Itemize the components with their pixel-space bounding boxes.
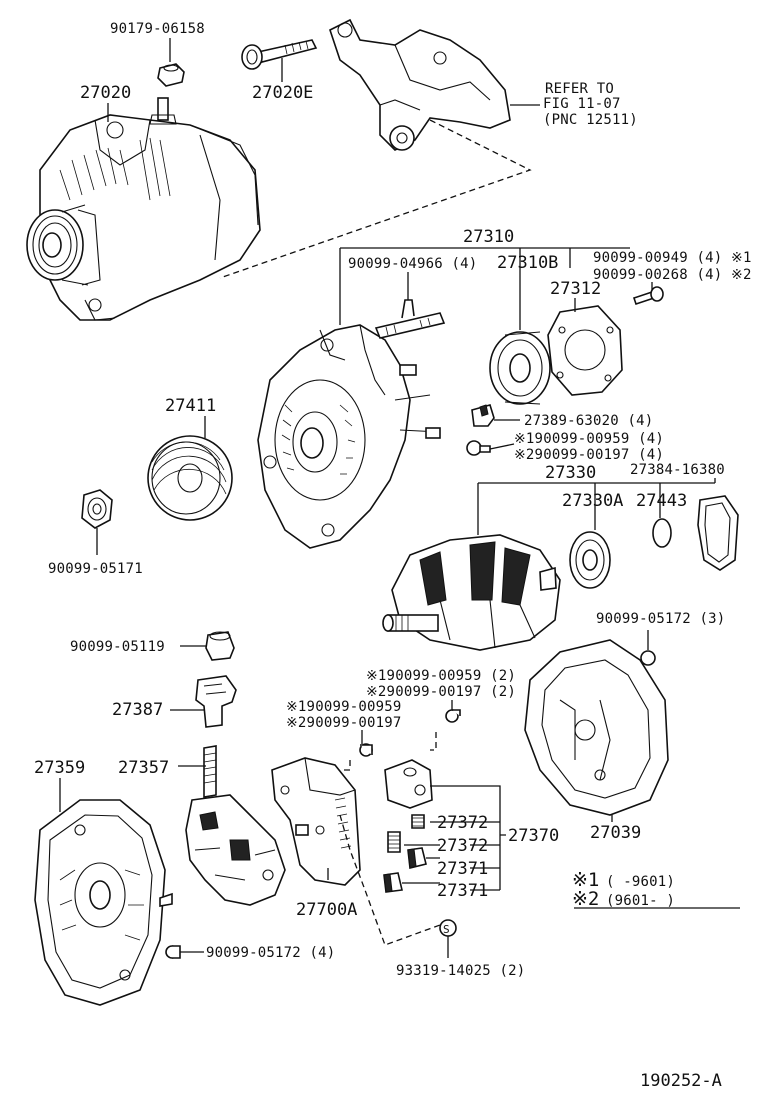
brush-holder-drawing xyxy=(185,745,286,906)
label-refer-line2: FIG 11-07 xyxy=(543,96,621,112)
label-27371-b: 27371 xyxy=(437,881,488,901)
label-290099-00197-2: ※290099-00197 (2) xyxy=(366,684,516,700)
screw-90099-00959-drawing xyxy=(466,440,491,456)
alternator-assembly-drawing xyxy=(26,97,261,321)
ring-27384-drawing xyxy=(697,495,739,571)
brushes-springs-drawing xyxy=(383,814,427,893)
label-90099-00949: 90099-00949 (4) ※1 xyxy=(593,250,752,266)
stud-bolt-drawing xyxy=(374,299,446,339)
nut-90099-05172-4-drawing xyxy=(165,945,181,959)
leader-27310 xyxy=(339,247,630,325)
leader-90099-00959 xyxy=(489,443,515,450)
note-1-mark: ※1 xyxy=(572,869,599,891)
screw-90099-00959-drawing xyxy=(359,743,373,757)
rotor-drawing xyxy=(382,534,561,651)
pulley-27411-drawing xyxy=(147,435,233,521)
label-90099-04966: 90099-04966 (4) xyxy=(348,256,477,272)
bolt-27020e-drawing xyxy=(241,39,318,70)
label-27312: 27312 xyxy=(550,279,601,299)
bearing-27310b-drawing xyxy=(489,331,551,405)
figure-id: 190252-A xyxy=(640,1071,722,1091)
screw-90099-00949-drawing xyxy=(632,286,664,306)
svg-text:S: S xyxy=(443,923,450,936)
label-27371-a: 27371 xyxy=(437,859,488,879)
label-27384-16380: 27384-16380 xyxy=(630,462,725,478)
ring-27443-drawing xyxy=(652,518,672,548)
bracket-drawing xyxy=(329,18,511,151)
cap-90099-05119-drawing xyxy=(205,631,235,661)
label-27443: 27443 xyxy=(636,491,687,511)
label-27310b: 27310B xyxy=(497,253,558,273)
label-27330a: 27330A xyxy=(562,491,623,511)
label-27372-b: 27372 xyxy=(437,836,488,856)
label-27372-a: 27372 xyxy=(437,813,488,833)
label-90099-05119: 90099-05119 xyxy=(70,639,165,655)
label-90099-05172-4: 90099-05172 (4) xyxy=(206,945,335,961)
label-27020: 27020 xyxy=(80,83,131,103)
note-2-text: (9601- ) xyxy=(606,893,675,909)
note-1-text: ( -9601) xyxy=(606,874,675,890)
nut-90179-06158-drawing xyxy=(157,63,185,87)
label-27359: 27359 xyxy=(34,758,85,778)
label-27357: 27357 xyxy=(118,758,169,778)
label-93319-14025: 93319-14025 (2) xyxy=(396,963,525,979)
label-refer-line1: REFER TO xyxy=(545,81,614,97)
label-27389-63020: 27389-63020 (4) xyxy=(524,413,653,429)
bracket-dashed-link xyxy=(219,119,532,279)
leader-27370 xyxy=(402,785,506,890)
label-27411: 27411 xyxy=(165,396,216,416)
label-90099-05172-3: 90099-05172 (3) xyxy=(596,611,725,627)
label-290099-00197-4: ※290099-00197 (4) xyxy=(514,447,664,463)
label-refer-line3: (PNC 12511) xyxy=(543,112,638,128)
retainer-plate-drawing xyxy=(547,305,623,396)
label-190099-00959-4: ※190099-00959 (4) xyxy=(514,431,664,447)
label-290099-00197: ※290099-00197 xyxy=(286,715,401,731)
terminal-27387-drawing xyxy=(195,675,237,728)
assembly-dashed-lines xyxy=(339,732,441,946)
clip-93319-drawing: S xyxy=(439,919,457,937)
rear-cover-drawing xyxy=(524,639,669,816)
label-27310: 27310 xyxy=(463,227,514,247)
label-90099-05171: 90099-05171 xyxy=(48,561,143,577)
screw-90099-00959-2-drawing xyxy=(445,709,461,723)
label-27370: 27370 xyxy=(508,826,559,846)
terminal-insulator-drawing xyxy=(471,404,495,427)
nut-90099-05172-3-drawing xyxy=(640,650,656,666)
label-190099-00959: ※190099-00959 xyxy=(286,699,401,715)
label-27039: 27039 xyxy=(590,823,641,843)
label-90099-00268: 90099-00268 (4) ※2 xyxy=(593,267,752,283)
label-27700a: 27700A xyxy=(296,900,357,920)
label-27330: 27330 xyxy=(545,463,596,483)
nut-90099-05171-drawing xyxy=(81,489,113,529)
label-190099-00959-2: ※190099-00959 (2) xyxy=(366,668,516,684)
label-27020e: 27020E xyxy=(252,83,313,103)
brush-block-drawing xyxy=(384,759,433,809)
note-2-mark: ※2 xyxy=(572,888,599,910)
label-27387: 27387 xyxy=(112,700,163,720)
label-90179-06158: 90179-06158 xyxy=(110,21,205,37)
drive-end-frame-drawing xyxy=(257,324,441,549)
regulator-drawing xyxy=(271,757,361,886)
rear-frame-drawing xyxy=(34,799,173,1006)
leader-27330 xyxy=(477,478,716,535)
bearing-27330a-drawing xyxy=(569,531,611,589)
